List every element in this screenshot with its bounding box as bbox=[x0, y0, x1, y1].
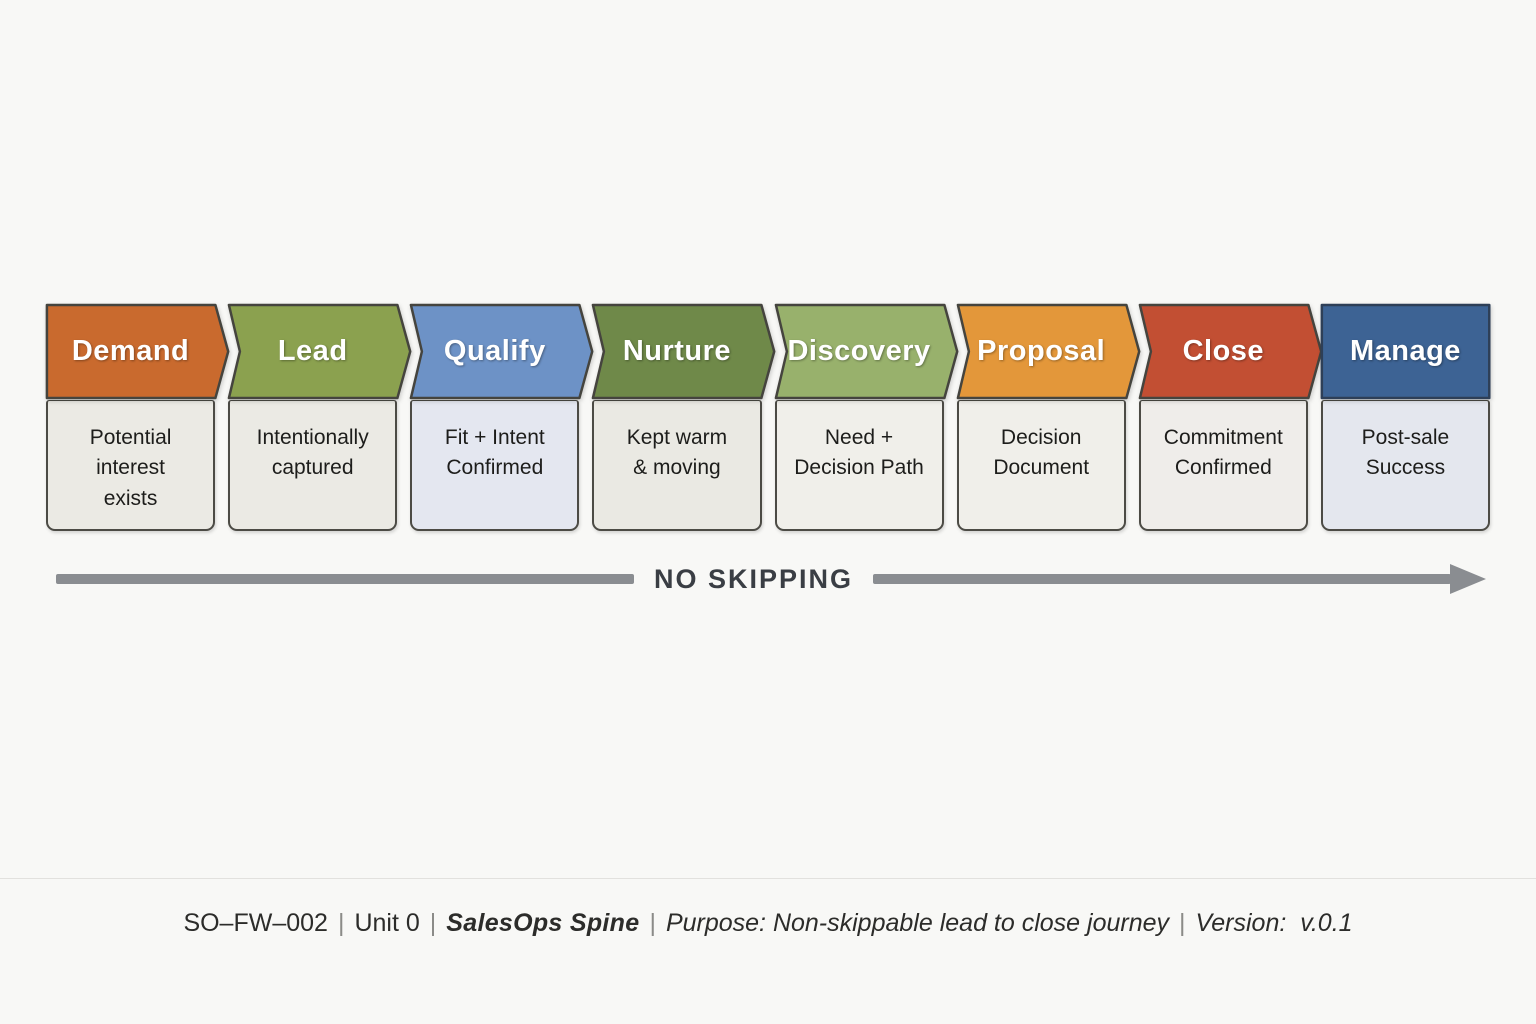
version-value: v.0.1 bbox=[1300, 909, 1353, 937]
stage-description: Post-sale Success bbox=[1361, 426, 1450, 480]
no-skipping-label: NO SKIPPING bbox=[653, 563, 854, 594]
stage-qualify-body: Fit + Intent Confirmed bbox=[410, 400, 580, 531]
arrow-shape bbox=[1139, 303, 1322, 400]
footer-caption: SO–FW–002 | Unit 0 | SalesOps Spine | Purpose:… bbox=[0, 909, 1536, 938]
separator: | bbox=[429, 909, 437, 937]
stage-description: Decision Document bbox=[993, 426, 1090, 480]
rect-shape bbox=[1321, 303, 1490, 400]
stage-lead-header: Lead bbox=[228, 303, 397, 400]
stage-close: Close Commitment Confirmed bbox=[1139, 303, 1308, 531]
arrow-shape bbox=[957, 303, 1140, 400]
stage-description: Commitment Confirmed bbox=[1163, 426, 1283, 480]
separator: | bbox=[337, 909, 345, 937]
arrow-shape bbox=[592, 303, 775, 400]
arrow-shape bbox=[228, 303, 411, 400]
sales-pipeline-diagram: Demand Potential interest exists Lead In… bbox=[46, 303, 1490, 531]
stage-proposal-header: Proposal bbox=[957, 303, 1126, 400]
stage-proposal: Proposal Decision Document bbox=[957, 303, 1126, 531]
framework-title: SalesOps Spine bbox=[446, 909, 640, 937]
stage-description: Fit + Intent Confirmed bbox=[444, 426, 545, 480]
arrow-line-left bbox=[56, 574, 634, 584]
stage-proposal-body: Decision Document bbox=[956, 400, 1126, 531]
stage-lead-body: Intentionally captured bbox=[228, 400, 398, 531]
arrow-shape bbox=[46, 303, 229, 400]
separator: | bbox=[649, 909, 656, 937]
stage-demand-header: Demand bbox=[46, 303, 215, 400]
stage-description: Kept warm & moving bbox=[626, 426, 728, 480]
stage-label: Proposal bbox=[977, 335, 1106, 367]
stage-description: Potential interest exists bbox=[89, 426, 172, 510]
stage-discovery-header: Discovery bbox=[775, 303, 944, 400]
version-label: Version: bbox=[1195, 909, 1287, 937]
stage-discovery: Discovery Need + Decision Path bbox=[775, 303, 944, 531]
stage-description: Need + Decision Path bbox=[794, 426, 924, 480]
arrow-shape bbox=[775, 303, 958, 400]
stage-demand-body: Potential interest exists bbox=[46, 400, 216, 531]
stage-label: Demand bbox=[71, 335, 190, 367]
stage-lead: Lead Intentionally captured bbox=[228, 303, 397, 531]
stage-manage: Manage Post-sale Success bbox=[1321, 303, 1490, 531]
stage-nurture: Nurture Kept warm & moving bbox=[592, 303, 761, 531]
stage-label: Discovery bbox=[787, 335, 931, 367]
stage-qualify-header: Qualify bbox=[410, 303, 579, 400]
stage-nurture-body: Kept warm & moving bbox=[592, 400, 762, 531]
stage-description: Intentionally captured bbox=[256, 426, 369, 480]
stage-label: Close bbox=[1182, 335, 1265, 367]
stage-qualify: Qualify Fit + Intent Confirmed bbox=[410, 303, 579, 531]
stage-nurture-header: Nurture bbox=[592, 303, 761, 400]
separator: | bbox=[1179, 909, 1186, 937]
arrow-line-right bbox=[873, 574, 1451, 584]
stage-discovery-body: Need + Decision Path bbox=[774, 400, 944, 531]
purpose-text: Purpose: Non-skippable lead to close jou… bbox=[665, 909, 1170, 937]
arrowhead-icon bbox=[1450, 564, 1486, 594]
stage-label: Manage bbox=[1349, 335, 1461, 367]
stage-close-header: Close bbox=[1139, 303, 1308, 400]
footer: SO–FW–002 | Unit 0 | SalesOps Spine | Purpose:… bbox=[0, 878, 1536, 938]
stage-label: Lead bbox=[277, 335, 348, 367]
arrow-shape bbox=[410, 303, 593, 400]
stage-close-body: Commitment Confirmed bbox=[1138, 400, 1308, 531]
stage-label: Nurture bbox=[622, 335, 732, 367]
stage-manage-header: Manage bbox=[1321, 303, 1490, 400]
unit-label: Unit 0 bbox=[354, 909, 420, 937]
no-skipping-arrow: NO SKIPPING bbox=[56, 560, 1486, 598]
stage-manage-body: Post-sale Success bbox=[1320, 400, 1490, 531]
stage-demand: Demand Potential interest exists bbox=[46, 303, 215, 531]
stage-label: Qualify bbox=[443, 335, 546, 367]
doc-id: SO–FW–002 bbox=[183, 909, 328, 937]
